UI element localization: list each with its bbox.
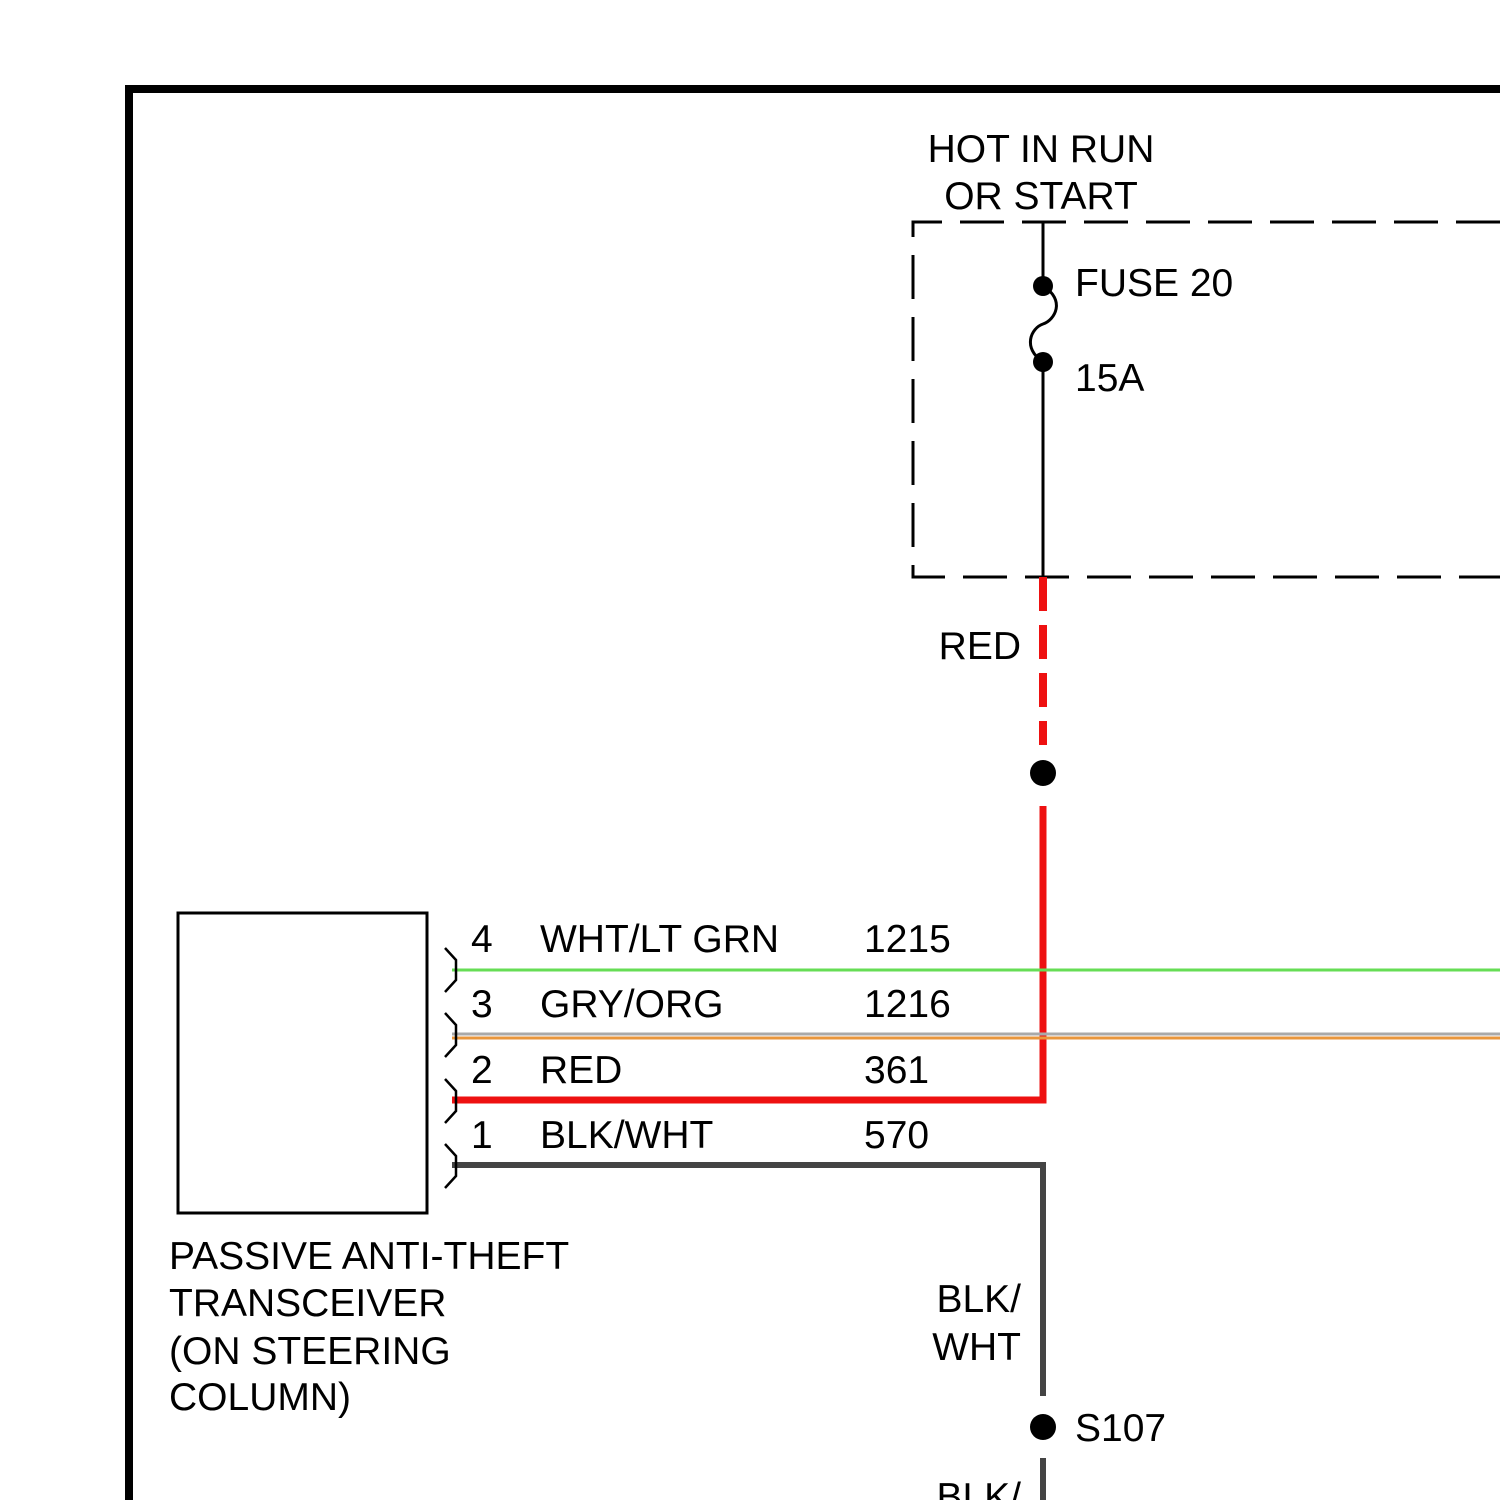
- pin3-circuit: 1216: [864, 983, 951, 1026]
- ground-wire-label-line2: WHT: [932, 1326, 1021, 1369]
- splice-s107-label: S107: [1075, 1407, 1166, 1450]
- power-label-line1: HOT IN RUN: [928, 128, 1155, 171]
- module-label-line1: PASSIVE ANTI-THEFT: [169, 1235, 569, 1278]
- pin2-number: 2: [471, 1049, 493, 1092]
- ground-wire-lower-label: BLK/: [936, 1476, 1021, 1500]
- power-label-line2: OR START: [944, 175, 1138, 218]
- pin1-number: 1: [471, 1114, 493, 1157]
- fuse-rating: 15A: [1075, 357, 1144, 400]
- pin3-color: GRY/ORG: [540, 983, 723, 1026]
- pin4-number: 4: [471, 918, 493, 961]
- module-label-line3: (ON STEERING: [169, 1330, 451, 1373]
- pin2-circuit: 361: [864, 1049, 929, 1092]
- pin3-number: 3: [471, 983, 493, 1026]
- module-label-line4: COLUMN): [169, 1376, 351, 1419]
- connector-dot: [1030, 760, 1056, 786]
- pin4-color: WHT/LT GRN: [540, 918, 779, 961]
- pin4-circuit: 1215: [864, 918, 951, 961]
- module-label-line2: TRANSCEIVER: [169, 1282, 446, 1325]
- fuse-symbol: [1030, 286, 1056, 362]
- splice-s107-dot: [1030, 1414, 1056, 1440]
- pin1-circuit: 570: [864, 1114, 929, 1157]
- pin1-color: BLK/WHT: [540, 1114, 713, 1157]
- ground-wire-label-line1: BLK/: [936, 1278, 1021, 1321]
- passive-anti-theft-transceiver-box: [178, 913, 427, 1213]
- fuse-name: FUSE 20: [1075, 262, 1233, 305]
- feed-wire-color-label: RED: [939, 625, 1021, 668]
- pin2-color: RED: [540, 1049, 622, 1092]
